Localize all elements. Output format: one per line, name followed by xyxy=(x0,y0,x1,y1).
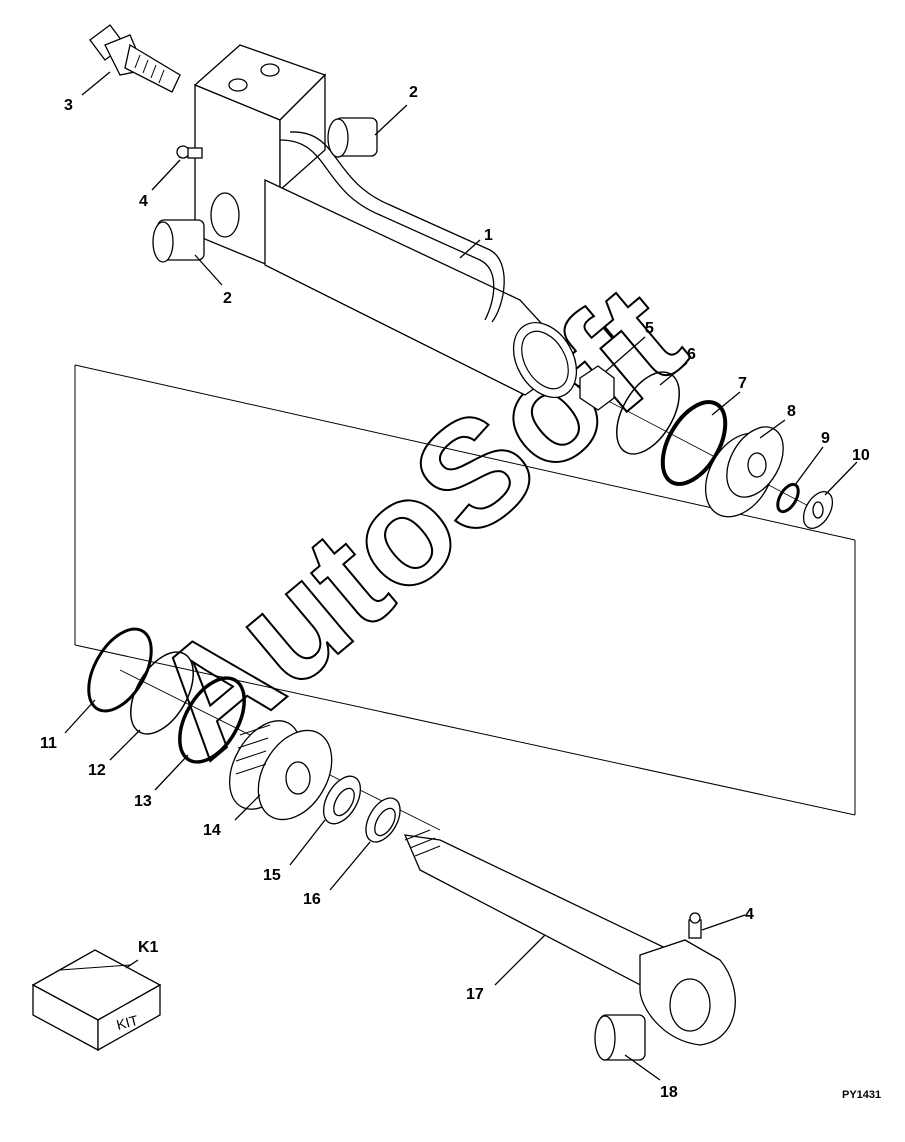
callout-3: 3 xyxy=(64,97,73,114)
callout-8: 8 xyxy=(787,403,796,420)
washer xyxy=(802,491,834,529)
callout-12: 12 xyxy=(88,762,106,779)
callout-4-lower: 4 xyxy=(745,906,754,923)
o-ring-gland-outer xyxy=(87,627,153,713)
callout-7: 7 xyxy=(738,375,747,392)
relief-valve xyxy=(89,24,181,93)
o-ring-gland-inner xyxy=(178,676,246,764)
callout-11: 11 xyxy=(40,735,57,752)
leader-lines xyxy=(64,71,858,1081)
bushing-upper xyxy=(327,117,378,158)
bushing-rod-eye xyxy=(594,1014,646,1061)
callout-10: 10 xyxy=(852,447,870,464)
kit-box-icon: KIT xyxy=(31,949,162,1052)
callout-2-lower: 2 xyxy=(223,290,232,307)
o-ring-piston xyxy=(660,400,728,486)
drawing-code: PY1431 xyxy=(842,1089,881,1101)
backup-ring-gland xyxy=(130,651,194,735)
callout-1: 1 xyxy=(484,227,493,244)
callout-15: 15 xyxy=(263,867,281,884)
barrel-centerline xyxy=(529,359,821,513)
grease-fitting-lower xyxy=(688,912,702,939)
assembly-outline-bottom xyxy=(74,644,856,816)
callout-14: 14 xyxy=(203,822,221,839)
callout-6: 6 xyxy=(687,346,696,363)
kit-box-label: KIT xyxy=(115,1012,141,1033)
backup-ring xyxy=(616,371,680,455)
callout-13: 13 xyxy=(134,793,152,810)
grease-fitting-upper xyxy=(176,145,203,159)
callout-k1: K1 xyxy=(138,939,159,956)
callout-2-upper: 2 xyxy=(409,84,418,101)
gland xyxy=(228,720,333,821)
callout-5: 5 xyxy=(645,320,654,337)
o-ring-small xyxy=(776,482,800,514)
callout-16: 16 xyxy=(303,891,321,908)
lock-nut xyxy=(579,365,615,411)
bushing-lower xyxy=(152,219,205,263)
cylinder-barrel xyxy=(193,44,578,399)
rod-seal xyxy=(322,775,362,825)
piston-rod xyxy=(403,829,736,1046)
piston xyxy=(704,426,784,518)
callout-18: 18 xyxy=(660,1084,678,1101)
callout-4-upper: 4 xyxy=(139,193,148,210)
callout-labels: 1 2 2 3 4 4 5 6 7 8 9 10 11 12 13 14 15 … xyxy=(40,84,881,1101)
callout-9: 9 xyxy=(821,430,830,447)
wiper-seal xyxy=(365,797,401,843)
callout-17: 17 xyxy=(466,986,484,1003)
